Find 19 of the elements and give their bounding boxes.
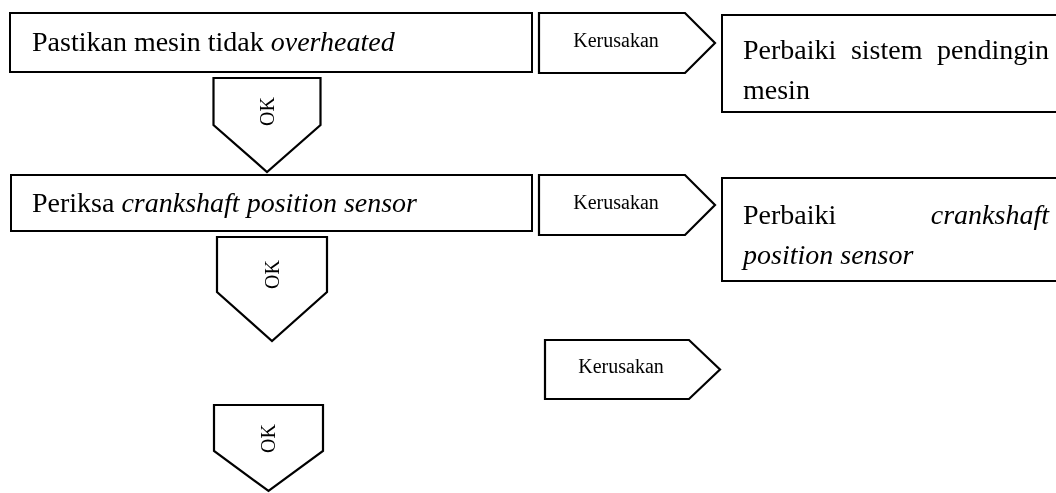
down-chevron-arrow — [212, 76, 322, 174]
right-chevron-arrow — [537, 11, 717, 75]
arrow-label: OK — [257, 423, 280, 453]
edge-label: OK — [255, 97, 279, 126]
right-chevron-arrow — [537, 173, 717, 237]
down-chevron-arrow — [215, 235, 329, 343]
process-box — [721, 14, 1056, 113]
step-text: Pastikan mesin tidak overheated — [32, 25, 396, 59]
edge-label: OK — [260, 260, 284, 289]
step-text: Perbaiki sistem pendingin mesin — [743, 33, 1049, 107]
arrow-label: Kerusakan — [578, 355, 664, 378]
step-text: Perbaiki crankshaft position sensor — [743, 198, 1049, 272]
edge-label: Kerusakan — [573, 28, 659, 52]
right-chevron-arrow — [544, 339, 721, 400]
edge-label: Kerusakan — [573, 190, 659, 214]
process-box — [721, 177, 1056, 282]
process-box — [9, 12, 533, 73]
down-chevron-arrow — [213, 404, 324, 492]
step-text: Periksa crankshaft position sensor — [32, 186, 418, 220]
